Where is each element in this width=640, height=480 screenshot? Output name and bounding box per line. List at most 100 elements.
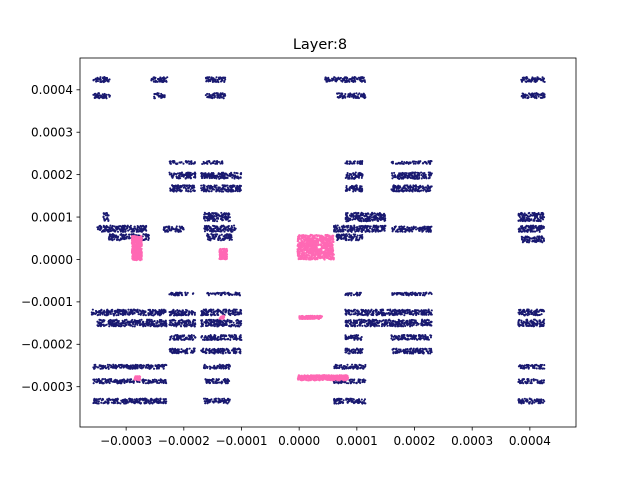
data-point: [224, 213, 227, 216]
data-point: [358, 293, 361, 296]
data-point: [175, 173, 178, 176]
data-point: [150, 77, 154, 80]
data-point: [208, 235, 211, 238]
data-point: [360, 161, 363, 164]
data-point: [409, 291, 412, 294]
data-point: [353, 76, 356, 79]
data-point: [391, 174, 394, 177]
data-point: [420, 189, 423, 192]
data-point: [100, 308, 103, 312]
data-point: [222, 93, 225, 97]
chart-title: Layer:8: [293, 37, 347, 53]
data-point: [400, 225, 403, 228]
data-point: [390, 161, 393, 164]
data-point: [414, 171, 417, 174]
data-point: [345, 323, 348, 326]
data-point: [348, 309, 351, 312]
data-point: [218, 76, 221, 79]
data-point: [543, 80, 546, 83]
data-point: [409, 189, 412, 192]
data-point: [349, 185, 352, 189]
data-point: [406, 311, 409, 314]
data-point: [193, 325, 196, 328]
data-point: [163, 80, 166, 83]
data-point: [353, 224, 356, 227]
data-point: [150, 322, 153, 325]
data-point: [218, 189, 221, 192]
data-point: [209, 184, 212, 187]
data-point: [211, 234, 214, 237]
data-point: [422, 189, 425, 192]
data-point: [527, 96, 530, 99]
data-point: [223, 80, 226, 84]
data-point: [215, 212, 218, 215]
data-point: [175, 184, 178, 188]
data-point: [175, 175, 178, 178]
data-point: [355, 319, 358, 322]
data-point: [227, 220, 230, 223]
data-point: [192, 184, 195, 187]
data-point: [136, 323, 139, 326]
data-point: [419, 160, 422, 163]
data-point: [167, 225, 170, 228]
data-point: [210, 311, 213, 314]
data-point: [381, 319, 384, 322]
data-point: [216, 160, 219, 163]
data-point: [541, 236, 544, 239]
data-point: [384, 217, 387, 220]
data-point: [405, 172, 408, 175]
data-point: [113, 238, 116, 241]
data-point: [233, 174, 236, 177]
data-point: [171, 174, 174, 177]
data-point: [193, 173, 197, 176]
data-point: [216, 220, 219, 223]
data-point: [402, 172, 405, 175]
data-point: [332, 225, 336, 229]
data-point: [185, 322, 188, 325]
data-point: [360, 313, 363, 316]
data-point: [208, 93, 211, 97]
data-point: [401, 227, 404, 230]
series-0-cluster-5: [204, 92, 227, 100]
data-point: [521, 230, 524, 233]
series-0-cluster-40: [90, 308, 167, 317]
data-point: [393, 171, 396, 174]
data-point: [144, 314, 147, 317]
data-point: [236, 313, 239, 316]
data-point: [420, 171, 423, 174]
data-point: [191, 320, 195, 323]
data-point: [109, 228, 112, 231]
data-point: [127, 308, 130, 311]
data-point: [365, 213, 368, 216]
data-point: [358, 92, 361, 95]
data-point: [353, 94, 356, 97]
data-point: [180, 322, 183, 325]
data-point: [221, 184, 224, 187]
data-point: [360, 319, 363, 322]
data-point: [203, 184, 206, 187]
data-point: [101, 97, 105, 100]
data-point: [344, 308, 347, 311]
series-0-cluster-38: [344, 291, 362, 297]
data-point: [207, 322, 210, 325]
data-point: [96, 228, 100, 231]
data-point: [116, 230, 120, 233]
data-point: [350, 95, 353, 98]
data-point: [367, 212, 370, 215]
data-point: [355, 186, 358, 189]
data-point: [120, 233, 123, 236]
data-point: [207, 228, 210, 231]
data-point: [393, 187, 396, 191]
data-point: [101, 229, 104, 232]
data-point: [129, 310, 132, 314]
data-point: [192, 189, 195, 192]
data-point: [348, 94, 351, 97]
data-point: [187, 171, 190, 174]
data-point: [190, 162, 193, 166]
data-point: [220, 323, 223, 326]
data-point: [183, 320, 186, 323]
data-point: [425, 189, 428, 192]
data-point: [122, 324, 125, 327]
data-point: [210, 186, 213, 189]
data-point: [127, 229, 130, 232]
